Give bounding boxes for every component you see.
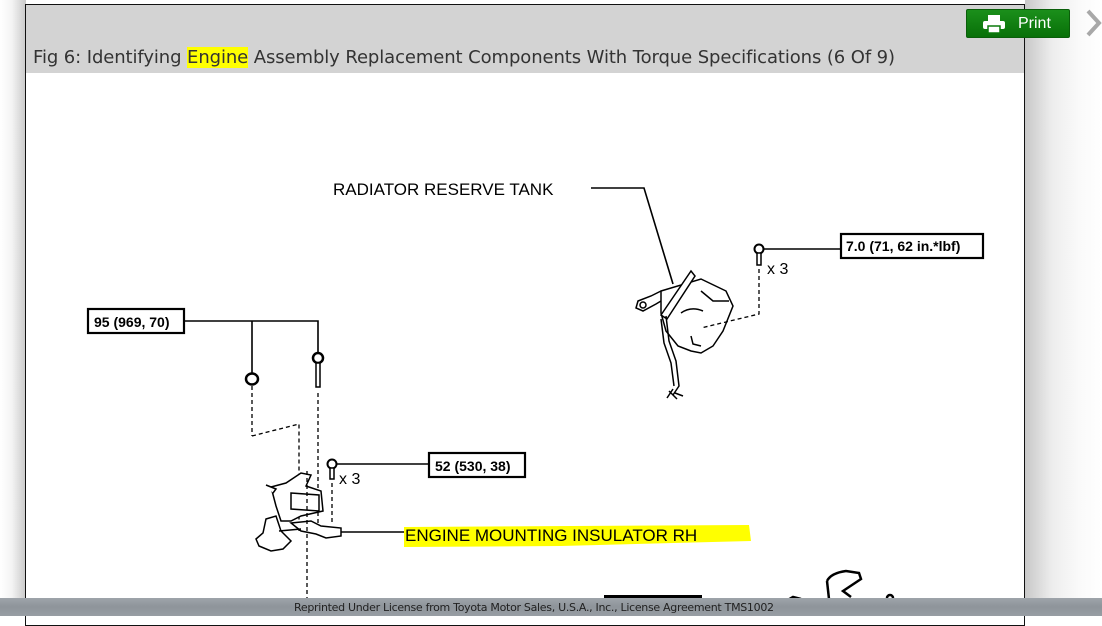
title-search-highlight: Engine <box>187 47 249 68</box>
torque-spec-mount-bolt: 52 (530, 38) <box>427 451 527 479</box>
backdrop-right <box>1025 0 1102 616</box>
svg-text:52 (530, 38): 52 (530, 38) <box>435 458 511 474</box>
title-prefix: Fig 6: Identifying <box>33 47 188 68</box>
radiator-tank-drawing <box>635 269 734 400</box>
torque-spec-tank-bolt: 7.0 (71, 62 in.*lbf) <box>839 232 985 260</box>
mount-nut-drawing <box>244 372 300 531</box>
tank-bolt-drawing: x 3 <box>700 243 841 329</box>
qty-mount-bolt: x 3 <box>339 471 360 488</box>
engine-diagram: RADIATOR RESERVE TANK x 3 7.0 (71, 62 in… <box>86 180 985 605</box>
license-text: Reprinted Under License from Toyota Moto… <box>294 601 774 614</box>
svg-text:95 (969, 70): 95 (969, 70) <box>94 314 170 330</box>
title-suffix: Assembly Replacement Components With Tor… <box>248 47 895 68</box>
next-figure-button[interactable] <box>1085 8 1102 38</box>
engine-mount-drawing <box>255 471 342 599</box>
mount-bolt-drawing: x 3 <box>326 458 429 523</box>
backdrop-left <box>0 0 26 616</box>
label-engine-mounting-insulator-rh: ENGINE MOUNTING INSULATOR RH <box>405 526 697 545</box>
label-radiator-reserve-tank: RADIATOR RESERVE TANK <box>333 180 554 199</box>
qty-tank-bolt: x 3 <box>767 261 788 278</box>
mount-long-bolt-drawing <box>311 351 325 526</box>
print-label: Print <box>1018 14 1051 32</box>
modal-header: Fig 6: Identifying Engine Assembly Repla… <box>26 5 1024 73</box>
label-highlight-mark <box>404 525 751 547</box>
figure-modal: Fig 6: Identifying Engine Assembly Repla… <box>25 4 1025 626</box>
figure-title: Fig 6: Identifying Engine Assembly Repla… <box>33 47 895 68</box>
svg-text:7.0 (71, 62 in.*lbf): 7.0 (71, 62 in.*lbf) <box>846 238 960 254</box>
license-footer: Reprinted Under License from Toyota Moto… <box>0 598 1102 616</box>
chevron-right-icon <box>1086 9 1102 37</box>
torque-spec-mount-top: 95 (969, 70) <box>86 307 186 335</box>
print-button[interactable]: Print <box>966 9 1070 38</box>
printer-icon <box>982 13 1008 35</box>
partial-part-drawing <box>785 569 895 603</box>
